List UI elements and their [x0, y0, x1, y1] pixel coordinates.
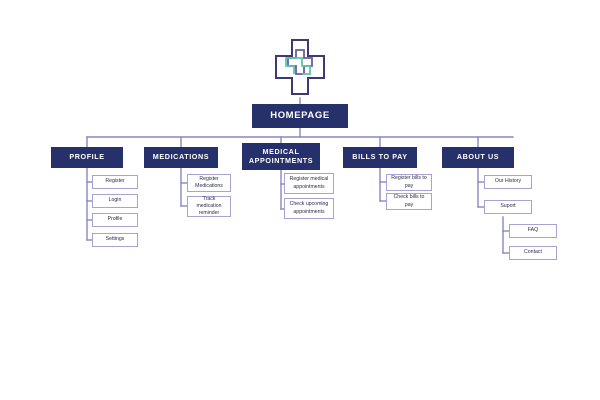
node-label: Settings	[105, 236, 125, 243]
node-bills-to-pay[interactable]: BILLS TO PAY	[343, 147, 417, 168]
node-our-history[interactable]: Our History	[484, 175, 532, 189]
node-label: Register bills to pay	[391, 175, 427, 189]
node-settings[interactable]: Settings	[92, 233, 138, 247]
node-register-medications[interactable]: Register Medications	[187, 174, 231, 192]
node-label: FAQ	[527, 227, 539, 234]
node-label: Register Medications	[195, 175, 223, 189]
node-register-medical-appointments[interactable]: Register medical appointments	[284, 173, 334, 194]
medical-cross-icon	[272, 36, 328, 98]
node-label: Register medical appointments	[289, 176, 329, 190]
node-label: Our History	[494, 178, 522, 185]
node-track-medication-reminder[interactable]: Track medication reminder	[187, 196, 231, 217]
node-label: ABOUT US	[456, 152, 500, 162]
node-suport[interactable]: Suport	[484, 200, 532, 214]
node-about-us[interactable]: ABOUT US	[442, 147, 514, 168]
node-register[interactable]: Register	[92, 175, 138, 189]
node-label: MEDICATIONS	[152, 152, 210, 162]
node-contact[interactable]: Contact	[509, 246, 557, 260]
node-profile[interactable]: PROFILE	[51, 147, 123, 168]
node-label: Profile	[107, 216, 123, 223]
node-label: Track medication reminder	[196, 195, 222, 217]
node-label: Register	[105, 178, 125, 185]
node-label: Check upcoming appointments	[289, 201, 329, 215]
node-medications[interactable]: MEDICATIONS	[144, 147, 218, 168]
node-register-bills-to-pay[interactable]: Register bills to pay	[386, 174, 432, 191]
node-label: PROFILE	[69, 152, 105, 162]
node-label: BILLS TO PAY	[352, 152, 408, 162]
node-medical-appointments[interactable]: MEDICAL APPOINTMENTS	[242, 143, 320, 170]
node-check-upcoming-appointments[interactable]: Check upcoming appointments	[284, 198, 334, 219]
node-faq[interactable]: FAQ	[509, 224, 557, 238]
node-label: Login	[108, 197, 122, 204]
node-label: HOMEPAGE	[270, 109, 330, 121]
node-homepage[interactable]: HOMEPAGE	[252, 104, 348, 128]
node-login[interactable]: Login	[92, 194, 138, 208]
node-label: Suport	[500, 203, 516, 210]
node-label: MEDICAL APPOINTMENTS	[248, 147, 314, 165]
node-check-bills-to-pay[interactable]: Check bills to pay	[386, 193, 432, 210]
node-profile-page[interactable]: Profile	[92, 213, 138, 227]
node-label: Check bills to pay	[393, 194, 425, 208]
node-label: Contact	[524, 249, 542, 256]
